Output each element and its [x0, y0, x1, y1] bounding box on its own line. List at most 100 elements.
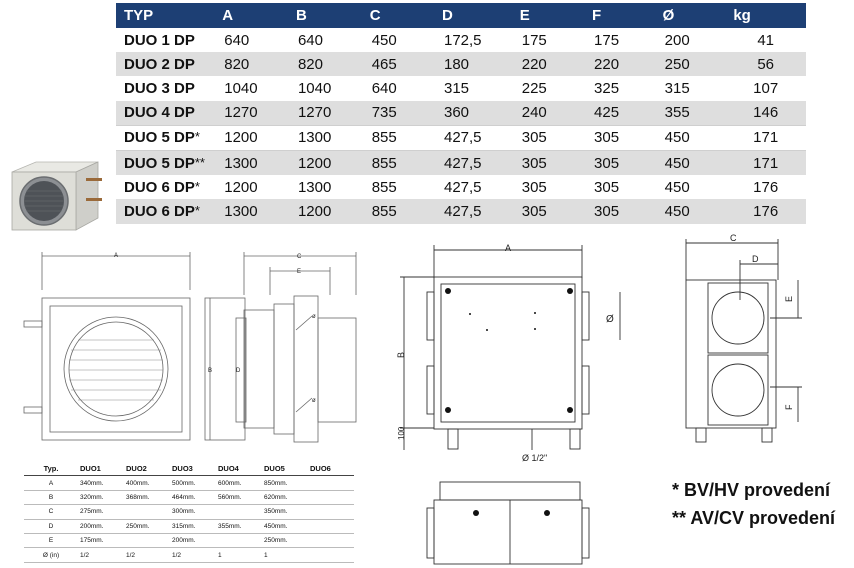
spec-cell: 305 [584, 199, 655, 224]
spec-cell: 1200 [287, 199, 362, 224]
small-cell: 320mm. [78, 490, 124, 506]
small-cell: 200mm. [78, 519, 124, 534]
spec-cell-typ: DUO 1 DP [116, 28, 214, 52]
small-cell [308, 504, 354, 520]
drawing-side-right [685, 239, 802, 443]
small-row-label: D [24, 519, 78, 534]
spec-cell-typ: DUO 4 DP [116, 100, 215, 126]
spec-typ-suffix: * [194, 202, 200, 218]
spec-cell-typ: DUO 5 DP** [116, 150, 215, 176]
spec-cell: 355 [654, 100, 726, 126]
spec-cell: 855 [361, 125, 434, 151]
spec-cell: 735 [361, 100, 434, 126]
label-left-a: A [114, 253, 118, 259]
spec-cell: 171 [725, 150, 806, 176]
spec-cell: 225 [521, 79, 547, 97]
spec-cell: 427,5 [443, 178, 482, 196]
label-side-dia1: ø [312, 314, 316, 320]
spec-cell: 41 [757, 31, 774, 49]
small-cell: 464mm. [170, 490, 216, 506]
spec-cell: 450 [654, 125, 726, 151]
spec-cell: 325 [594, 79, 620, 97]
small-cell: 560mm. [216, 490, 262, 506]
spec-cell: 146 [725, 100, 806, 126]
spec-cell: 315 [664, 79, 690, 97]
spec-cell: 1300 [214, 199, 288, 224]
small-cell [124, 504, 170, 520]
spec-cell: 640 [297, 31, 323, 49]
spec-cell: 640 [371, 79, 397, 97]
spec-cell-typ: DUO 3 DP [116, 76, 214, 100]
spec-cell: 56 [725, 52, 806, 77]
spec-cell: 1300 [297, 178, 332, 196]
small-cell [216, 533, 262, 549]
small-cell: 175mm. [78, 533, 124, 549]
small-row-label: B [24, 490, 78, 506]
label-front-a: A [505, 243, 511, 253]
small-header-cell: DUO2 [124, 462, 170, 477]
small-cell [308, 519, 354, 534]
small-cell: 350mm. [262, 504, 308, 520]
small-header-cell: DUO6 [308, 462, 354, 477]
small-cell: 1/2 [170, 547, 216, 563]
label-side-dia2: ø [312, 398, 316, 404]
spec-cell: 427,5 [433, 199, 512, 224]
small-header-cell: DUO4 [216, 462, 262, 477]
label-front-dia: Ø [606, 314, 614, 325]
header-kg: kg [725, 3, 806, 28]
spec-cell: 315 [443, 79, 470, 97]
spec-cell: 427,5 [433, 150, 512, 176]
spec-typ-suffix: ** [194, 154, 205, 170]
spec-cell: 175 [521, 31, 547, 49]
spec-cell: 220 [584, 52, 655, 77]
label-left-b: B [208, 368, 212, 374]
spec-typ-suffix: * [194, 129, 200, 145]
small-cell: 620mm. [262, 490, 308, 506]
spec-cell: 855 [361, 150, 434, 176]
spec-typ-label: DUO 5 DP [124, 154, 195, 172]
spec-cell: 450 [664, 178, 690, 196]
spec-cell: 820 [287, 52, 362, 77]
spec-cell: 855 [361, 199, 434, 224]
spec-cell: 1040 [224, 79, 258, 97]
small-cell: 250mm. [262, 533, 308, 549]
label-front-drain: Ø 1/2" [522, 453, 547, 463]
small-cell: 275mm. [78, 504, 124, 520]
small-cell: 300mm. [170, 504, 216, 520]
drawing-front-center [400, 245, 621, 450]
label-side-c: C [297, 254, 302, 260]
product-photo [11, 161, 102, 231]
spec-typ-label: DUO 6 DP [124, 202, 195, 220]
spec-cell: 107 [753, 79, 779, 97]
small-cell: 1/2 [124, 547, 170, 563]
small-cell: 368mm. [124, 490, 170, 506]
spec-cell-typ: DUO 6 DP* [116, 175, 214, 199]
spec-typ-label: DUO 1 DP [124, 31, 195, 49]
label-right-c: C [730, 233, 737, 243]
spec-cell: 1270 [287, 100, 362, 126]
spec-cell: 305 [521, 178, 547, 196]
spec-cell-typ: DUO 6 DP* [116, 199, 215, 224]
spec-cell: 305 [584, 125, 655, 151]
spec-cell: 450 [371, 31, 397, 49]
spec-cell: 305 [584, 150, 655, 176]
spec-cell: 427,5 [433, 125, 512, 151]
label-front-100: 100 [397, 426, 406, 440]
header-b: B [287, 3, 362, 28]
spec-cell: 1270 [214, 100, 288, 126]
small-cell: 850mm. [262, 475, 308, 491]
spec-cell: 855 [371, 178, 397, 196]
drawing-top-center [426, 481, 590, 565]
small-cell [308, 490, 354, 506]
small-cell: 450mm. [262, 519, 308, 534]
spec-cell: 305 [511, 150, 585, 176]
drawing-front-left [23, 252, 191, 441]
spec-cell: 176 [725, 199, 806, 224]
